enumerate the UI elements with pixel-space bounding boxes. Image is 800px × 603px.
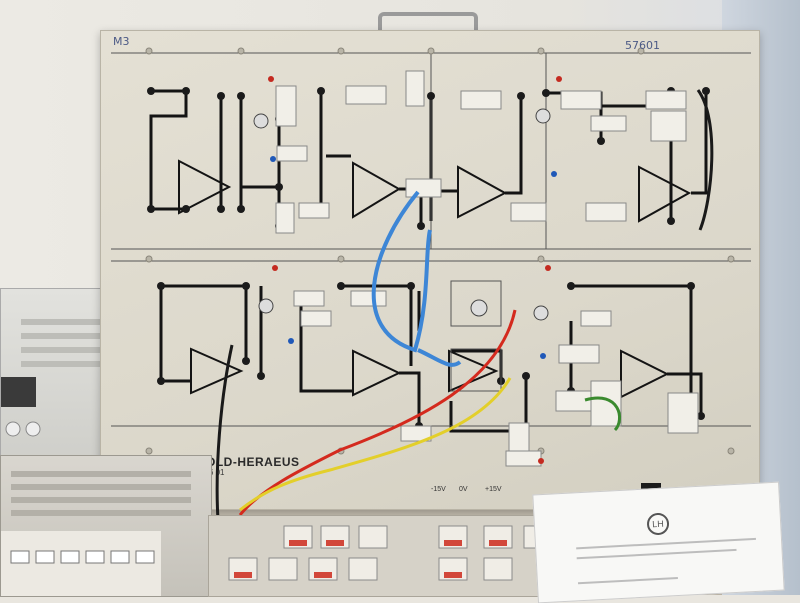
- green-wire: [584, 396, 621, 432]
- handwritten-label-right: 57601: [625, 39, 660, 52]
- handwritten-label-left: M3: [113, 35, 130, 48]
- black-wire: [215, 344, 234, 521]
- document-lines: [576, 537, 756, 585]
- carry-handle[interactable]: [378, 12, 478, 36]
- knob[interactable]: [25, 421, 41, 437]
- component-tray: [208, 515, 555, 597]
- knob[interactable]: [5, 421, 21, 437]
- blue-wire: [371, 190, 432, 353]
- component-tray-items: [228, 525, 553, 581]
- model-number: 576 01: [200, 468, 225, 477]
- red-wire: [238, 309, 517, 516]
- voltage-label-pos: +15V: [485, 486, 502, 493]
- power-supply-bottom: [0, 455, 212, 597]
- blue-wire-2: [417, 348, 462, 367]
- circuit-panel: M3 57601 -15V 0V +15V: [100, 30, 760, 510]
- black-wire-2: [696, 89, 714, 231]
- circuit-traces: [111, 47, 751, 499]
- voltage-label-neg: -15V: [431, 486, 446, 493]
- power-supply-left-face: [1, 319, 101, 437]
- instruction-document[interactable]: LH: [532, 481, 785, 603]
- power-supply-bottom-face: [1, 471, 191, 596]
- voltage-label-ground: 0V: [459, 486, 468, 493]
- yellow-wire: [239, 377, 512, 512]
- display: [1, 377, 36, 407]
